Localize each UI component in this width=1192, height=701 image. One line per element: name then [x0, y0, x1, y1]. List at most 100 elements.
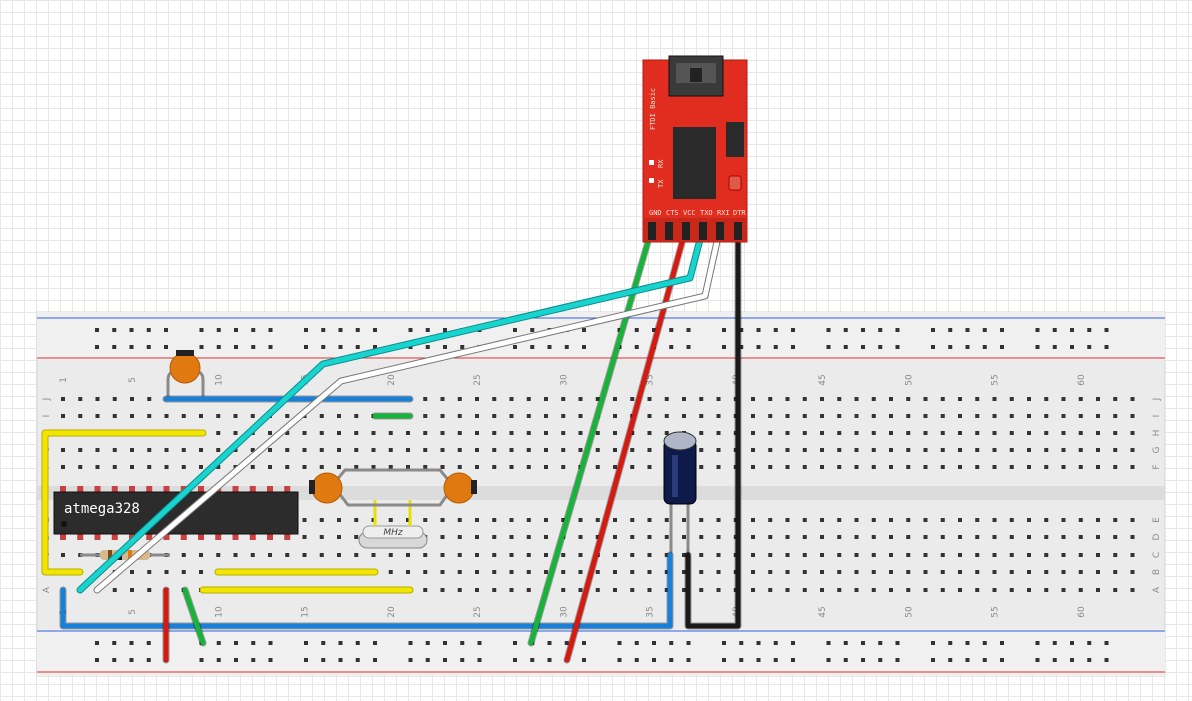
hole	[1113, 553, 1118, 557]
hole	[1096, 414, 1100, 418]
hole	[354, 414, 359, 418]
hole	[992, 518, 997, 522]
rail-hole	[408, 328, 413, 332]
hole	[940, 465, 945, 469]
column-number-top: 5	[128, 377, 138, 383]
hole	[388, 553, 393, 557]
hole	[613, 397, 617, 401]
hole	[492, 588, 497, 592]
hole	[130, 397, 134, 401]
rail-hole	[617, 328, 622, 332]
hole	[388, 431, 393, 435]
hole	[992, 448, 997, 452]
chip-pin	[215, 532, 222, 540]
crystal-capacitors	[309, 468, 477, 507]
ftdi-pin-gnd: GND	[649, 209, 662, 217]
rail-hole	[199, 328, 204, 332]
hole	[785, 465, 790, 469]
hole	[509, 588, 514, 592]
hole	[475, 431, 479, 435]
hole	[1061, 431, 1066, 435]
chip-pin	[163, 532, 170, 540]
hole	[423, 465, 428, 469]
rail-hole	[1104, 345, 1109, 349]
rail-hole	[513, 658, 517, 662]
hole	[457, 448, 462, 452]
hole	[440, 465, 445, 469]
hole	[388, 448, 393, 452]
rail-hole	[739, 658, 744, 662]
hole	[509, 518, 514, 522]
hole	[923, 448, 928, 452]
hole	[1078, 535, 1083, 539]
hole	[544, 518, 548, 522]
row-letter: C	[1152, 552, 1162, 558]
ftdi-pin-rxi: RXI	[717, 209, 730, 217]
hole	[578, 431, 583, 435]
hole	[285, 414, 290, 418]
hole	[147, 448, 152, 452]
hole	[854, 570, 859, 574]
row-letter: E	[1152, 517, 1162, 523]
hole	[285, 448, 290, 452]
rail-hole	[773, 658, 778, 662]
hole	[440, 588, 445, 592]
hole	[802, 518, 807, 522]
rail-hole	[321, 641, 326, 645]
hole	[802, 448, 807, 452]
column-number-top: 45	[818, 374, 828, 385]
column-number-top: 1	[59, 377, 69, 383]
hole	[975, 535, 980, 539]
rail-hole	[722, 328, 726, 332]
rail-hole	[251, 641, 256, 645]
rail-hole	[861, 658, 865, 662]
hole	[1113, 397, 1118, 401]
hole	[1061, 414, 1066, 418]
hole	[820, 465, 824, 469]
hole	[699, 414, 704, 418]
hole	[561, 588, 566, 592]
hole	[250, 414, 255, 418]
rail-hole	[112, 328, 117, 332]
hole	[199, 465, 203, 469]
rail-hole	[669, 345, 674, 349]
rail-hole	[304, 345, 308, 349]
hole	[958, 535, 962, 539]
hole	[1096, 397, 1100, 401]
hole	[440, 431, 445, 435]
column-number-top: 50	[904, 374, 914, 386]
rail-hole	[739, 328, 744, 332]
rail-hole	[652, 641, 656, 645]
hole	[647, 448, 652, 452]
hole	[526, 431, 531, 435]
ftdi-led-rx: RX	[657, 159, 665, 168]
yellow-wire-left	[42, 430, 206, 575]
hole	[647, 397, 652, 401]
hole	[906, 518, 911, 522]
rail-hole	[373, 641, 377, 645]
hole	[871, 570, 876, 574]
rail-hole	[1104, 658, 1109, 662]
rail-hole	[878, 328, 883, 332]
hole	[457, 465, 462, 469]
hole	[975, 518, 980, 522]
hole	[751, 465, 755, 469]
hole	[958, 448, 962, 452]
hole	[647, 570, 652, 574]
hole	[406, 431, 410, 435]
rail-hole	[843, 345, 848, 349]
column-number-top: 60	[1077, 374, 1087, 386]
hole	[1130, 397, 1135, 401]
hole	[423, 448, 428, 452]
hole	[1009, 465, 1014, 469]
hole	[820, 553, 824, 557]
hole	[613, 414, 617, 418]
rail-hole	[948, 328, 953, 332]
hole	[492, 397, 497, 401]
hole	[561, 448, 566, 452]
row-letter: D	[1152, 533, 1162, 540]
hole	[595, 570, 600, 574]
hole	[371, 553, 376, 557]
hole	[1096, 535, 1100, 539]
hole	[1096, 588, 1100, 592]
